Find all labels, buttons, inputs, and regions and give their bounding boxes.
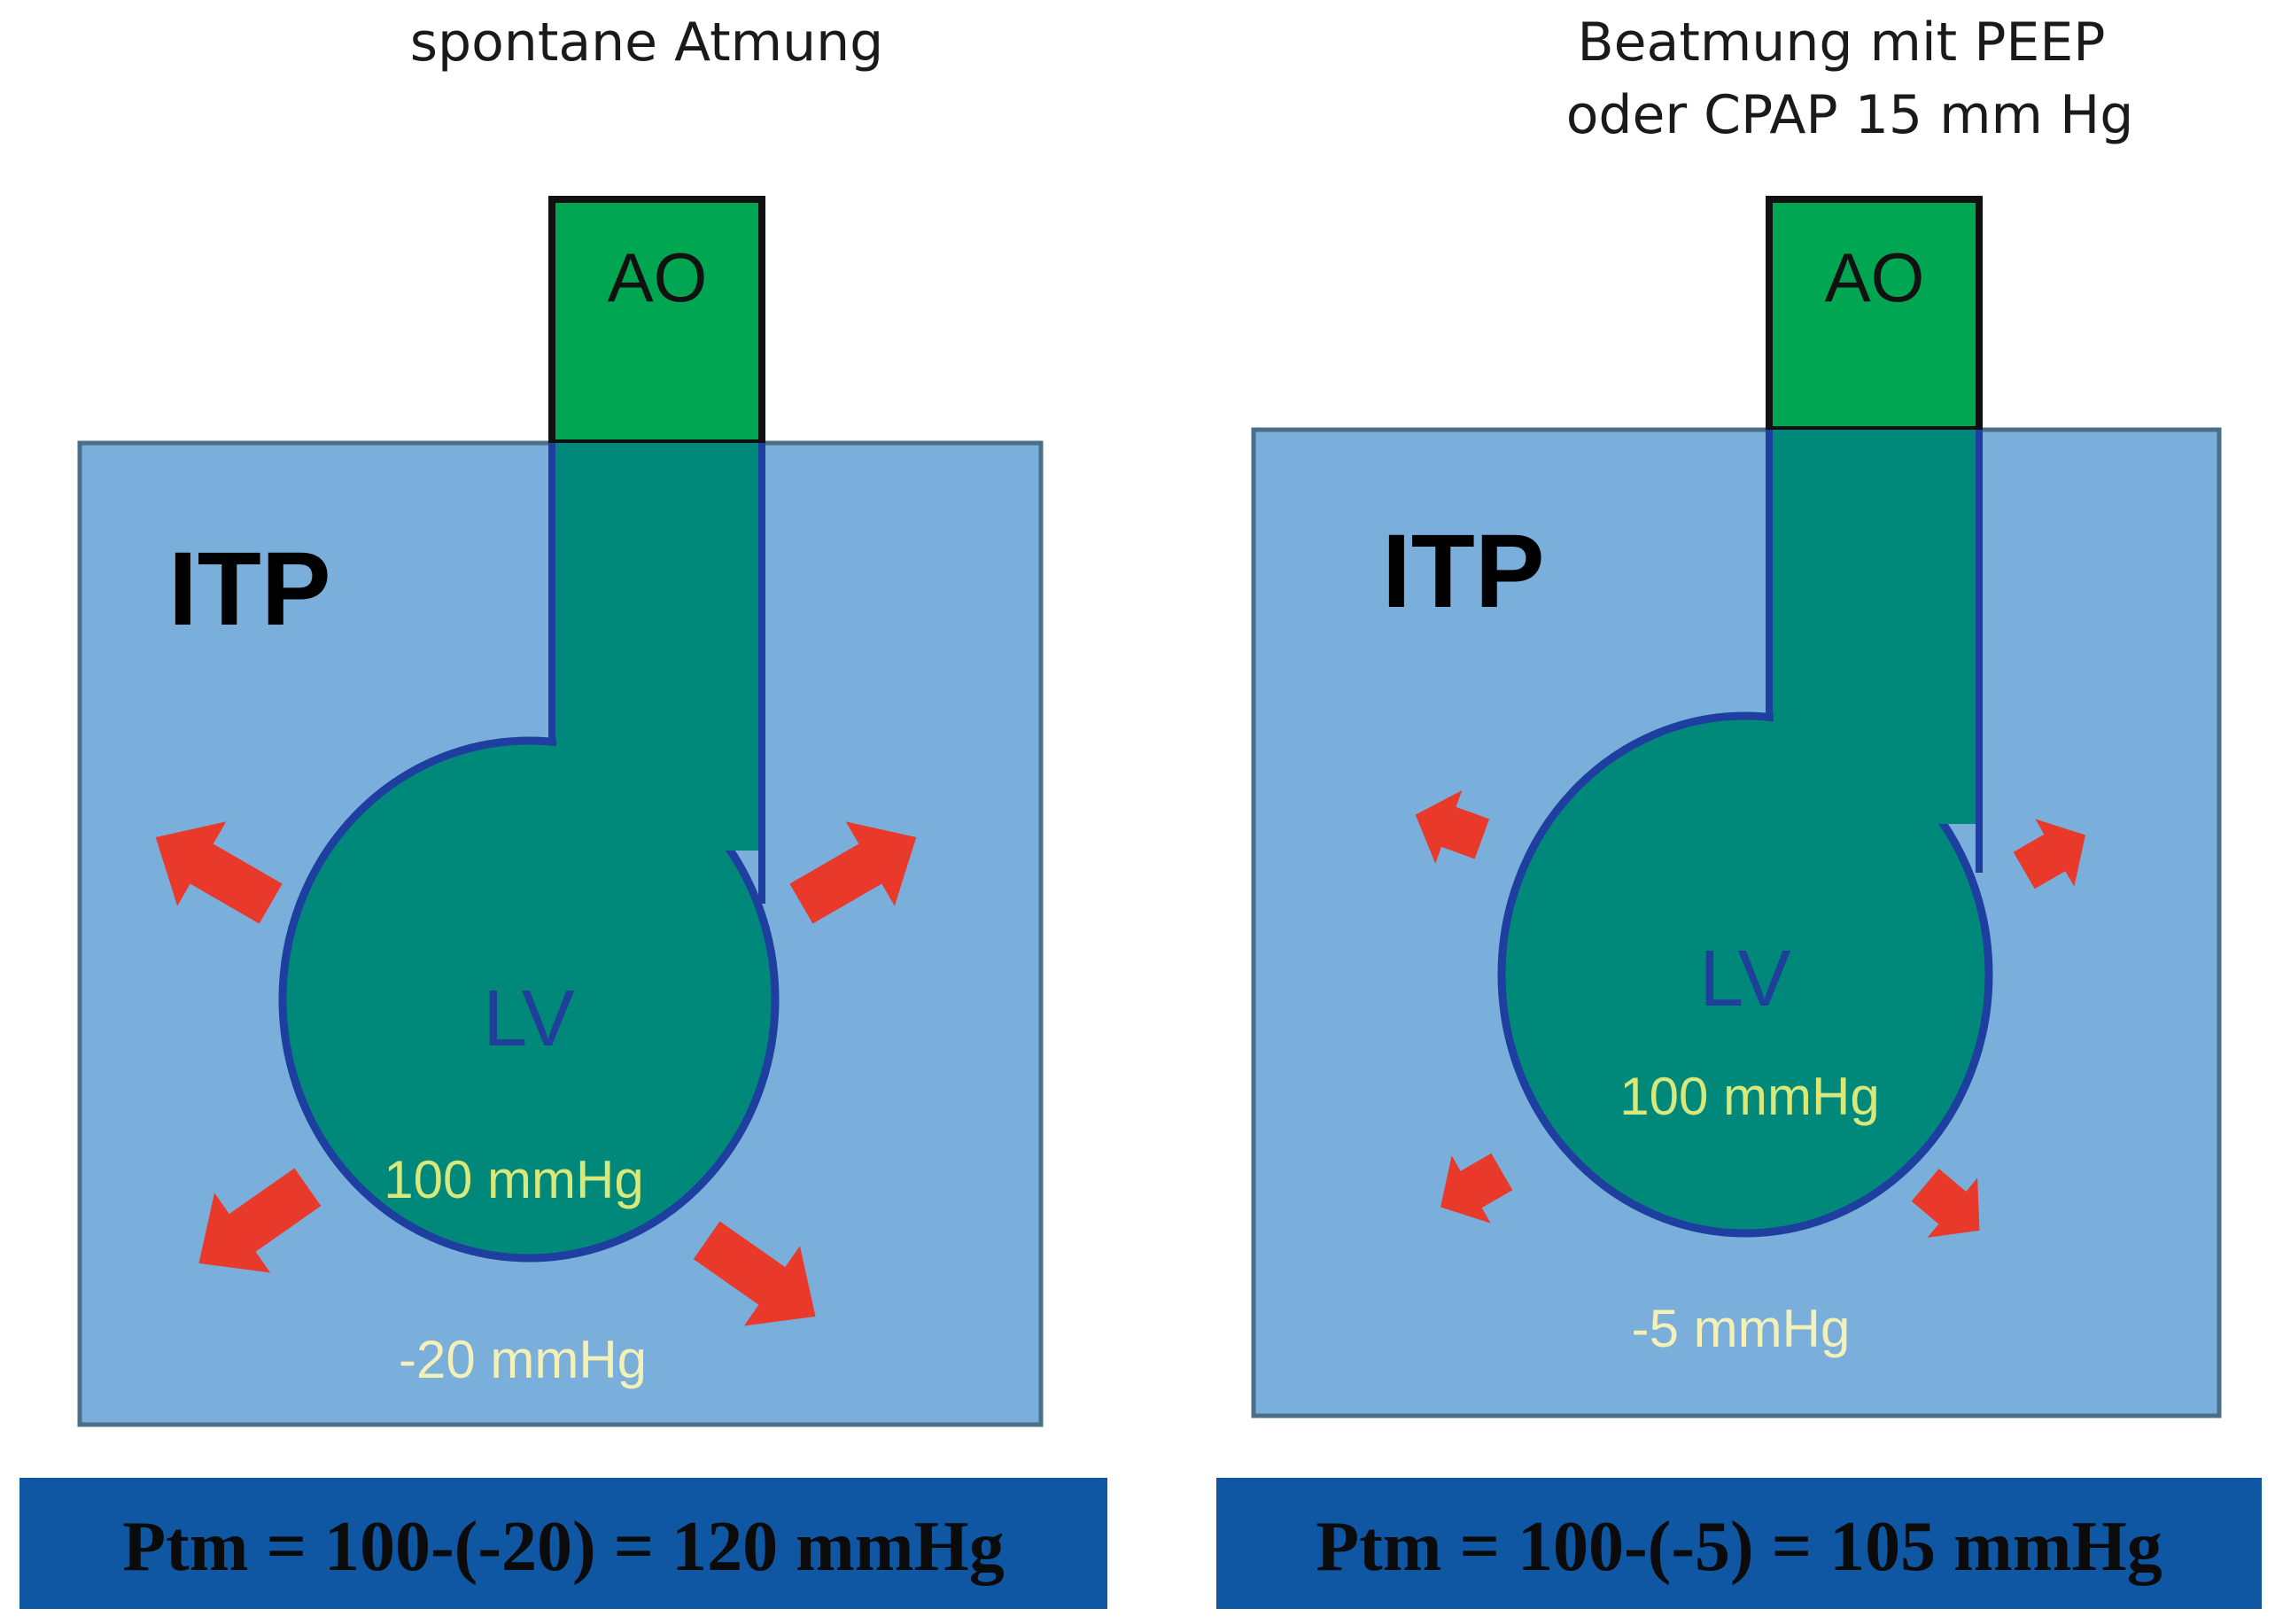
left-ventricle	[278, 736, 780, 1263]
panel-title: spontane Atmung	[410, 12, 884, 74]
itp-label: ITP	[1382, 513, 1545, 630]
formula-bar	[19, 1478, 1107, 1609]
intrathoracic-pressure: -5 mmHg	[1632, 1299, 1851, 1358]
panel-title: Beatmung mit PEEP oder CPAP 15 mm Hg	[1566, 12, 2134, 146]
panel-ventilation-peep: Beatmung mit PEEP oder CPAP 15 mm Hg ITP…	[1216, 12, 2262, 1609]
panel-title-line-1: Beatmung mit PEEP	[1577, 12, 2105, 74]
aorta-label: AO	[1825, 238, 1925, 316]
formula-text: Ptm = 100-(-5) = 105 mmHg	[1316, 1508, 2162, 1586]
aorta-inside	[552, 443, 762, 780]
intrathoracic-pressure: -20 mmHg	[399, 1330, 647, 1389]
aorta-ventricle-join	[1774, 709, 1976, 824]
panel-title-line-1: spontane Atmung	[410, 12, 884, 74]
panel-title-line-2: oder CPAP 15 mm Hg	[1566, 84, 2134, 146]
panel-spontaneous-breathing: spontane Atmung ITP AO LV 100 mmHg -20 m…	[19, 12, 1107, 1609]
aorta-label: AO	[608, 238, 708, 316]
left-ventricle	[1497, 711, 1993, 1238]
formula-text: Ptm = 100-(-20) = 120 mmHg	[122, 1508, 1004, 1586]
ventricle-label: LV	[483, 975, 574, 1063]
ventricle-pressure: 100 mmHg	[384, 1150, 643, 1209]
formula-bar	[1216, 1478, 2262, 1609]
aorta-inside	[1769, 430, 1979, 758]
itp-label: ITP	[168, 531, 331, 648]
ventricle-label: LV	[1699, 935, 1790, 1023]
aorta-outside	[548, 196, 765, 447]
aorta-ventricle-join	[556, 735, 758, 851]
ventricle-pressure: 100 mmHg	[1619, 1067, 1879, 1126]
